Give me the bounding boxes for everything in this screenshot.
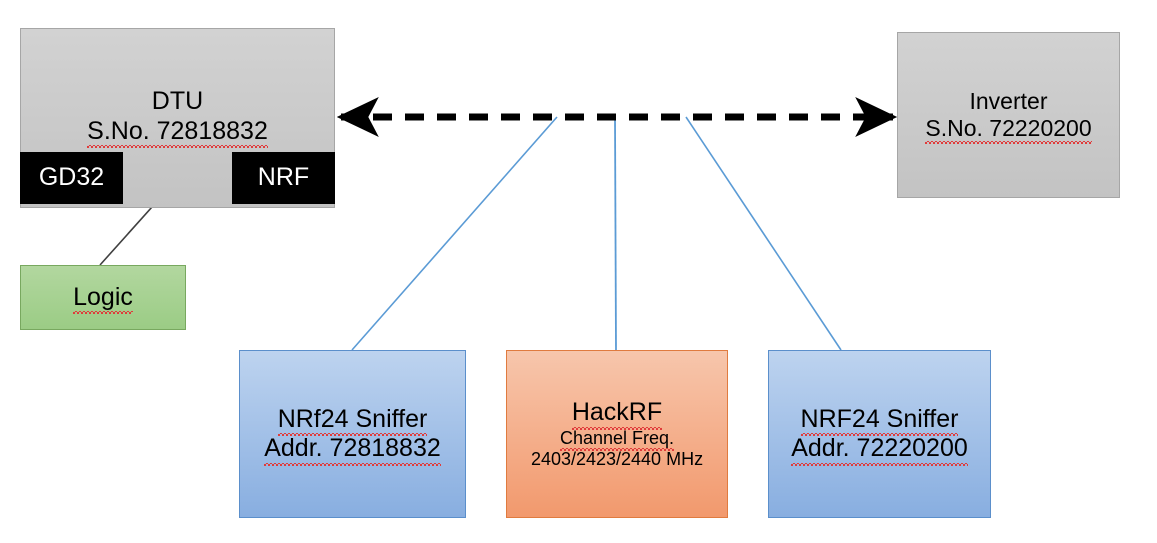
sniffer-right-address-wrap: Addr. 72220200 [791,434,968,465]
node-gd32[interactable]: GD32 [20,152,123,204]
nrf-label: NRF [257,163,310,192]
dtu-serial: S.No. 72818832 [87,116,268,148]
hackrf-frequency: 2403/2423/2440 MHz [530,448,704,469]
sniffer-left-address-wrap: Addr. 72818832 [264,434,441,465]
inverter-label: Inverter [969,87,1048,114]
connector-rf-link-to-hackrf [614,116,617,351]
logic-label-wrap: Logic [73,282,133,314]
node-nrf[interactable]: NRF [232,152,335,204]
logic-label: Logic [73,282,133,314]
node-logic-analyzer[interactable]: Logic [20,265,186,330]
hackrf-channel-label: Channel Freq. [559,427,675,452]
connector-rf-link-to-sniffer-left [351,116,558,351]
node-hackrf[interactable]: HackRF Channel Freq. 2403/2423/2440 MHz [506,350,728,518]
sniffer-right-title-wrap: NRF24 Sniffer [800,404,959,436]
gd32-label: GD32 [38,163,105,192]
sniffer-right-address: Addr. 72220200 [791,434,968,465]
hackrf-title-wrap: HackRF [571,398,663,429]
sniffer-left-title-wrap: NRf24 Sniffer [277,404,428,436]
node-inverter[interactable]: Inverter S.No. 72220200 [897,32,1120,198]
hackrf-title: HackRF [571,398,663,429]
inverter-serial-text: S.No. 72220200 [925,115,1092,145]
node-sniffer-left[interactable]: NRf24 Sniffer Addr. 72818832 [239,350,466,518]
sniffer-left-title: NRf24 Sniffer [277,404,428,436]
inverter-serial: S.No. 72220200 [925,115,1092,145]
connector-rf-link-to-sniffer-right [685,116,842,351]
dtu-label: DTU [151,87,204,115]
sniffer-right-title: NRF24 Sniffer [800,404,959,436]
hackrf-channel-wrap: Channel Freq. [559,427,675,452]
node-sniffer-right[interactable]: NRF24 Sniffer Addr. 72220200 [768,350,991,518]
dtu-serial-text: S.No. 72818832 [87,116,268,148]
sniffer-left-address: Addr. 72818832 [264,434,441,465]
